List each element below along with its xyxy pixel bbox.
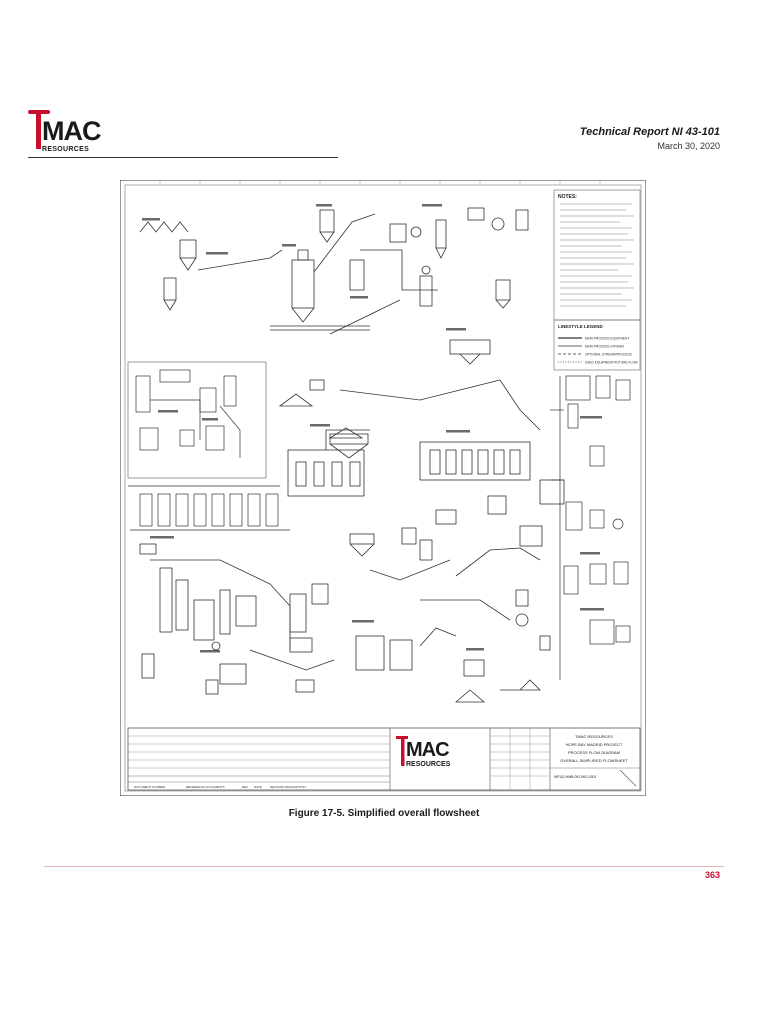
logo-t-bar [28,110,50,114]
page-number: 363 [704,870,720,880]
report-title: Technical Report NI 43-101 [579,126,720,138]
title-block-drawing-title: OVERALL SIMPLIFIED FLOWSHEET [560,758,628,763]
logo-subtext: RESOURCES [42,146,90,153]
title-block-drawing-type: PROCESS FLOW DIAGRAM [568,750,620,755]
figure-caption: Figure 17-5. Simplified overall flowshee… [288,808,480,819]
header-rule [28,157,338,158]
tmac-logo: MAC RESOURCES [28,110,108,156]
legend-item-1: MAIN PROCESS EQUIPMENT [585,337,629,341]
logo-t-stem [36,113,41,149]
title-block-company: TMAC RESOURCES [575,734,613,739]
legend-heading: LINESTYLE LEGEND [558,324,604,329]
title-block-logo: MAC RESOURCES [396,736,451,768]
flowsheet-figure: NOTES: LINESTYLE LEGEND MAIN PROCESS EQU… [120,180,646,796]
block-label-revdesc: REVISION DESCRIPTION [270,785,306,789]
title-block-project: HOPE BAY MADRID PROJECT [566,742,623,747]
title-block-drawing-number: MP102-HMB-05-DWG-0001 [554,775,597,779]
legend-item-4: USED EQUIPMENT/FUTURE FLOW [585,361,638,365]
report-date: March 30, 2020 [657,141,720,151]
notes-heading: NOTES: [558,194,577,200]
block-label-rev: REV [242,785,248,789]
footer-rule [44,866,724,867]
title-block-logo-sub: RESOURCES [406,761,451,768]
legend-item-3: OPTIONAL STREAM/PROCESS [585,353,632,357]
logo-word: MAC [42,116,101,146]
block-label-docnum: DOCUMENT NUMBER [134,785,166,789]
block-label-refdocs: REFERENCE DOCUMENTS [186,785,225,789]
block-label-date: DATE [254,785,262,789]
title-block-logo-word: MAC [406,739,449,761]
legend-item-2: MAIN PROCESS STREAM [585,345,624,349]
